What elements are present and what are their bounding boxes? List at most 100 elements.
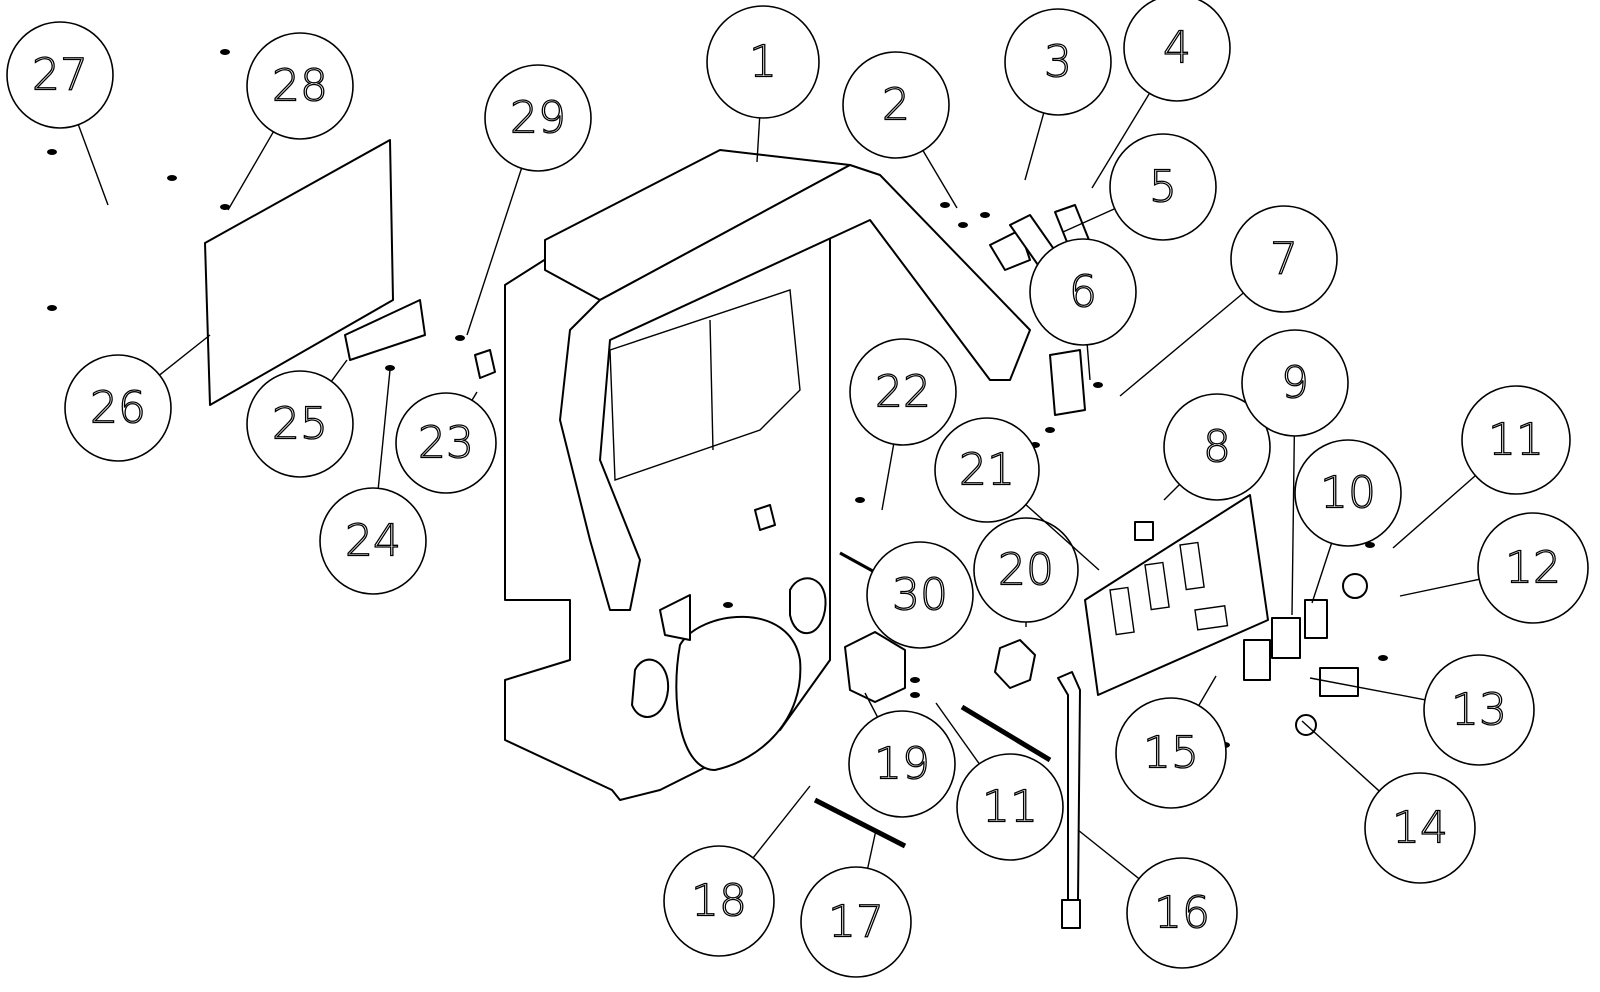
callout-number: 23 bbox=[418, 418, 474, 469]
callout-circle bbox=[246, 32, 354, 140]
callout-25: 25 bbox=[246, 359, 354, 478]
callout-6: 6 bbox=[1029, 238, 1137, 381]
callout-number: 5 bbox=[1149, 162, 1177, 213]
callout-circle bbox=[973, 517, 1079, 623]
callout-circle bbox=[395, 392, 497, 494]
back-cover-plate-part bbox=[204, 139, 426, 406]
leader-line bbox=[1311, 543, 1333, 604]
screw-icon bbox=[940, 202, 950, 208]
leader-line bbox=[159, 334, 211, 376]
screw-icon bbox=[1045, 427, 1055, 433]
callout-circle bbox=[1241, 329, 1349, 437]
leader-line bbox=[330, 359, 348, 382]
callout-3: 3 bbox=[1004, 8, 1112, 181]
callout-15: 15 bbox=[1115, 675, 1227, 809]
callout-number: 27 bbox=[32, 50, 88, 101]
callout-13: 13 bbox=[1309, 654, 1535, 766]
screw-icon bbox=[220, 49, 230, 55]
leader-line bbox=[1025, 504, 1100, 571]
callout-circle bbox=[6, 21, 114, 129]
callout-number: 30 bbox=[892, 570, 948, 621]
screw-icon bbox=[220, 204, 230, 210]
callout-circle bbox=[319, 487, 427, 595]
callout-11a: 11 bbox=[1392, 385, 1571, 549]
leader-line bbox=[864, 692, 879, 718]
callout-number: 4 bbox=[1163, 23, 1191, 74]
callout-circle bbox=[1029, 238, 1137, 346]
callout-23: 23 bbox=[395, 391, 497, 494]
leader-line bbox=[1309, 677, 1426, 701]
screw-icon bbox=[1378, 655, 1388, 661]
leader-line bbox=[1091, 92, 1151, 189]
leader-line bbox=[1024, 112, 1045, 181]
control-panel-plate-part bbox=[1084, 494, 1269, 696]
callout-29: 29 bbox=[466, 64, 592, 336]
callout-10: 10 bbox=[1294, 439, 1402, 604]
leader-line bbox=[1392, 475, 1476, 549]
callout-17: 17 bbox=[800, 829, 912, 978]
leader-line bbox=[922, 150, 958, 209]
leader-line bbox=[752, 785, 811, 859]
screw-icon bbox=[855, 497, 865, 503]
housing-part bbox=[504, 149, 1031, 801]
leader-line bbox=[881, 444, 895, 511]
leader-line bbox=[1301, 720, 1380, 792]
callout-circle bbox=[866, 541, 974, 649]
callout-number: 8 bbox=[1203, 422, 1231, 473]
callout-12: 12 bbox=[1399, 512, 1589, 624]
callout-14: 14 bbox=[1301, 720, 1476, 884]
callout-number: 19 bbox=[874, 739, 930, 790]
callout-24: 24 bbox=[319, 369, 427, 595]
callout-number: 13 bbox=[1451, 685, 1507, 736]
leader-line bbox=[756, 117, 761, 163]
callout-27: 27 bbox=[6, 21, 114, 206]
leader-line bbox=[1077, 829, 1140, 880]
callout-number: 2 bbox=[882, 80, 910, 131]
callout-circle bbox=[1115, 697, 1227, 809]
callout-number: 10 bbox=[1320, 468, 1376, 519]
leader-line bbox=[377, 369, 391, 489]
callout-number: 6 bbox=[1069, 267, 1097, 318]
screw-icon bbox=[1365, 542, 1375, 548]
callout-circle bbox=[64, 354, 172, 462]
switch-components bbox=[1134, 521, 1368, 736]
callout-circle bbox=[663, 845, 775, 957]
callout-number: 11 bbox=[982, 782, 1038, 833]
callout-28: 28 bbox=[227, 32, 354, 211]
leader-line bbox=[1163, 483, 1181, 501]
callout-number: 16 bbox=[1154, 888, 1210, 939]
callout-circle bbox=[934, 417, 1040, 523]
screw-icon bbox=[385, 365, 395, 371]
callout-5: 5 bbox=[1062, 133, 1217, 241]
callout-circle bbox=[956, 753, 1064, 861]
callout-circle bbox=[1126, 857, 1238, 969]
bolts bbox=[474, 204, 1096, 849]
callout-4: 4 bbox=[1091, 0, 1231, 189]
callout-number: 3 bbox=[1044, 37, 1072, 88]
callout-number: 1 bbox=[749, 37, 777, 88]
callout-number: 29 bbox=[510, 93, 566, 144]
callout-9: 9 bbox=[1241, 329, 1349, 616]
callout-number: 28 bbox=[272, 61, 328, 112]
callout-7: 7 bbox=[1119, 205, 1338, 397]
callout-circle bbox=[842, 51, 950, 159]
leader-line bbox=[1062, 208, 1115, 233]
callout-number: 14 bbox=[1392, 803, 1448, 854]
callout-20: 20 bbox=[973, 517, 1079, 627]
callout-number: 25 bbox=[272, 399, 328, 450]
leader-line bbox=[227, 131, 274, 211]
callout-8: 8 bbox=[1163, 393, 1271, 501]
callout-18: 18 bbox=[663, 785, 811, 957]
callout-2: 2 bbox=[842, 51, 958, 209]
screw-icon bbox=[958, 222, 968, 228]
callout-circle bbox=[1004, 8, 1112, 116]
leader-line bbox=[1291, 435, 1296, 616]
leader-line bbox=[935, 702, 980, 765]
screw-icon bbox=[1093, 382, 1103, 388]
callout-21: 21 bbox=[934, 417, 1100, 571]
callout-circle bbox=[1163, 393, 1271, 501]
callout-circle bbox=[1294, 439, 1402, 547]
leader-line bbox=[1198, 675, 1217, 706]
callout-circle bbox=[848, 710, 956, 818]
